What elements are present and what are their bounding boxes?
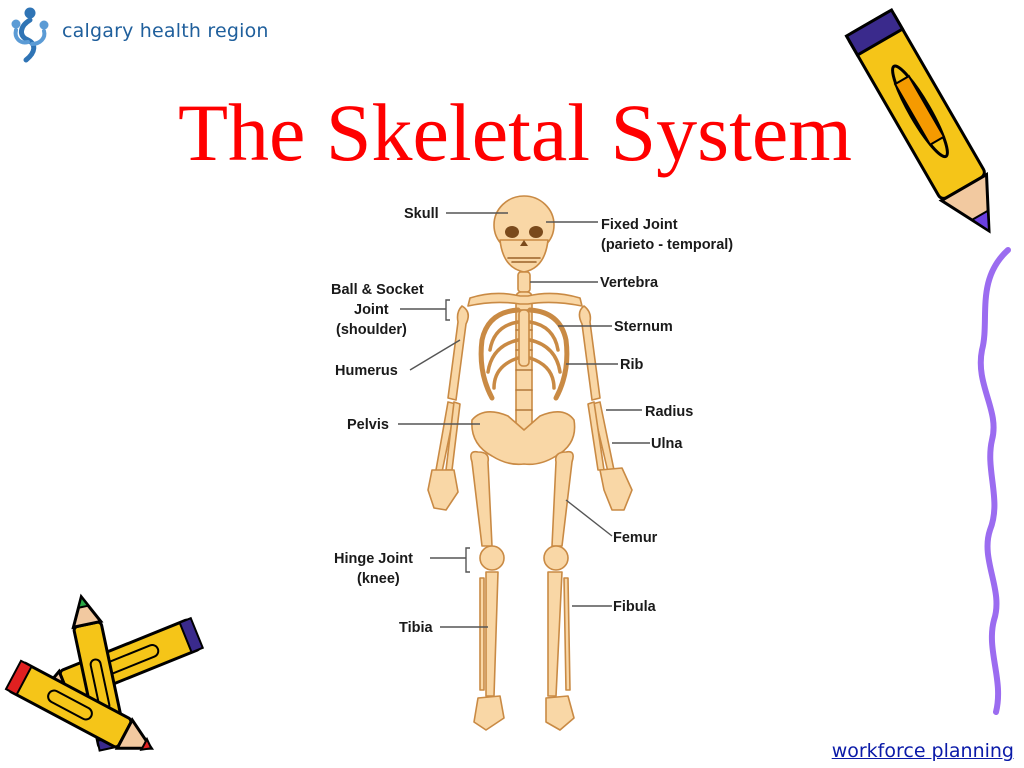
label-ulna: Ulna [651, 436, 683, 452]
slide-title-text: The Skeletal System [177, 87, 853, 178]
sternum-bone [518, 309, 530, 367]
label-ball-socket: Ball & Socket [331, 282, 424, 298]
label-tibia: Tibia [399, 620, 434, 636]
label-ball-socket-joint: Joint [354, 302, 389, 318]
label-hinge-joint: Hinge Joint [334, 551, 413, 567]
right-leg-bones [543, 450, 575, 731]
label-humerus: Humerus [335, 363, 398, 379]
workforce-planning-link[interactable]: workforce planning [831, 740, 1014, 762]
label-rib: Rib [620, 357, 644, 373]
left-leg-bones [470, 450, 505, 731]
label-radius: Radius [645, 404, 693, 420]
org-logo: calgary health region [6, 4, 306, 66]
clavicle-bone [467, 292, 583, 307]
label-skull: Skull [404, 206, 439, 222]
label-fixed-joint-detail: (parieto - temporal) [601, 237, 733, 253]
label-pelvis: Pelvis [347, 417, 389, 433]
label-hinge-joint-detail: (knee) [357, 571, 400, 587]
skeleton-figure [427, 195, 633, 731]
crossed-pencils-icon [4, 593, 205, 752]
leader-lines [398, 212, 650, 628]
label-vertebra: Vertebra [600, 275, 659, 291]
skull-bone [493, 195, 555, 273]
left-arm-bones [427, 305, 470, 511]
calgary-health-region-logo-icon [11, 7, 49, 63]
label-ball-socket-detail: (shoulder) [336, 322, 407, 338]
label-fibula: Fibula [613, 599, 657, 615]
label-fixed-joint: Fixed Joint [601, 217, 678, 233]
label-femur: Femur [613, 530, 658, 546]
label-sternum: Sternum [614, 319, 673, 335]
org-name: calgary health region [62, 20, 269, 42]
right-arm-bones [578, 305, 633, 511]
wavy-line-decoration [977, 247, 1011, 715]
pencil-icon [844, 7, 991, 234]
rib-cage [478, 307, 570, 401]
slide-title: The Skeletal System [0, 92, 1024, 174]
